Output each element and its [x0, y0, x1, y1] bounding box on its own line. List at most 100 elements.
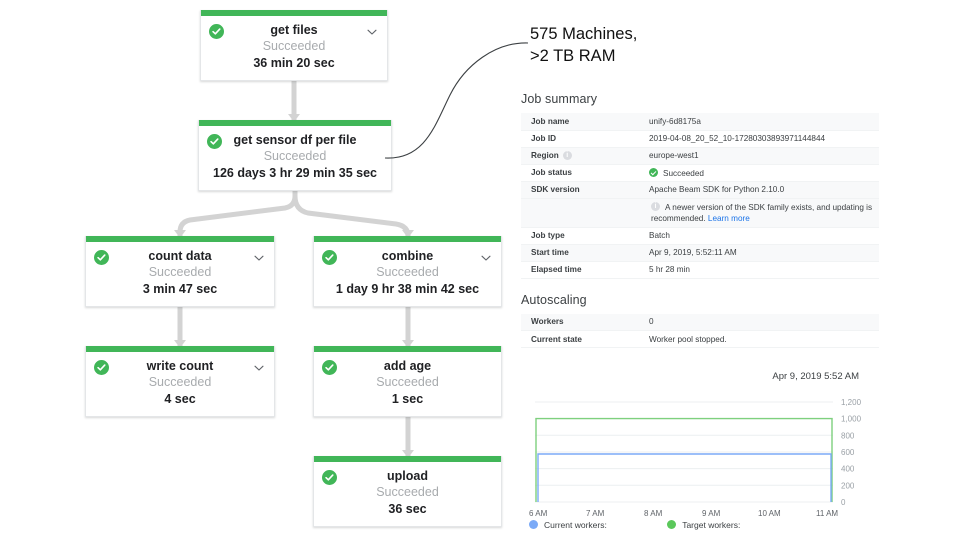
legend-item-current-workers[interactable]: Current workers:: [529, 520, 607, 530]
x-tick-label: 7 AM: [586, 509, 605, 518]
node-status-bar: [314, 236, 501, 242]
annotation-leader-line: [384, 42, 529, 159]
x-tick-label: 11 AM: [816, 509, 838, 518]
row-key: Start time: [521, 244, 641, 262]
node-title: get files: [270, 23, 318, 37]
job-summary-table: Job name unify-6d8175a Job ID 2019-04-08…: [521, 113, 879, 279]
node-duration: 4 sec: [164, 392, 196, 406]
x-tick-label: 6 AM: [529, 509, 548, 518]
node-title: combine: [381, 249, 434, 263]
graph-node-upload[interactable]: upload Succeeded 36 sec: [313, 456, 502, 527]
node-status-bar: [201, 10, 387, 16]
row-key: Job type: [521, 227, 641, 245]
row-key: Current state: [521, 330, 641, 348]
status-check-icon: [649, 167, 658, 177]
table-row: Start time Apr 9, 2019, 5:52:11 AM: [521, 244, 879, 262]
row-value: 0: [641, 313, 879, 331]
chevron-down-icon[interactable]: [366, 25, 378, 37]
node-duration: 1 day 9 hr 38 min 42 sec: [335, 282, 480, 296]
node-status-bar: [86, 236, 274, 242]
info-icon[interactable]: i: [562, 151, 572, 161]
table-row: Job ID 2019-04-08_20_52_10-1728030389397…: [521, 130, 879, 148]
x-tick-label: 9 AM: [702, 509, 721, 518]
autoscaling-table: Workers 0 Current state Worker pool stop…: [521, 313, 879, 348]
series-current-workers: [537, 453, 832, 502]
y-tick-label: 200: [841, 481, 855, 490]
chevron-down-icon[interactable]: [253, 251, 265, 263]
legend-swatch-green: [667, 520, 677, 529]
legend-item-target-workers[interactable]: Target workers:: [667, 520, 740, 530]
table-row: Job type Batch: [521, 227, 879, 245]
row-key: Elapsed time: [521, 261, 641, 279]
node-status: Succeeded: [148, 265, 212, 279]
row-key-label: Region: [531, 150, 559, 160]
row-value: Apache Beam SDK for Python 2.10.0: [641, 181, 879, 199]
annotation-line-1: 575 Machines,: [530, 25, 638, 43]
row-key: Job ID: [521, 130, 641, 148]
table-row: Current state Worker pool stopped.: [521, 330, 879, 348]
y-tick-label: 600: [841, 448, 855, 457]
y-tick-label: 1,000: [841, 415, 862, 424]
node-status: Succeeded: [148, 375, 212, 389]
node-status-bar: [314, 346, 501, 352]
row-value: Batch: [641, 227, 879, 245]
graph-node-combine[interactable]: combine Succeeded 1 day 9 hr 38 min 42 s…: [313, 236, 502, 307]
graph-node-get-sensor-df-per-file[interactable]: get sensor df per file Succeeded 126 day…: [198, 120, 392, 191]
chevron-down-icon[interactable]: [480, 251, 492, 263]
chart-plot: 1,200 1,000 800 600 400 200 0 6 AM 7 AM …: [529, 398, 862, 518]
legend-label: Current workers:: [544, 520, 607, 530]
y-tick-label: 400: [841, 465, 855, 474]
node-status: Succeeded: [376, 375, 439, 389]
check-circle-icon: [207, 134, 222, 149]
node-duration: 126 days 3 hr 29 min 35 sec: [213, 166, 377, 180]
info-icon: i: [651, 201, 660, 211]
node-duration: 3 min 47 sec: [142, 282, 218, 296]
row-value: 5 hr 28 min: [641, 261, 879, 279]
y-tick-label: 1,200: [841, 398, 862, 407]
dataflow-job-graph: get files Succeeded 36 min 20 sec get se…: [85, 10, 502, 527]
x-tick-label: 10 AM: [758, 509, 781, 518]
legend-label: Target workers:: [682, 520, 741, 530]
table-row: Workers 0: [521, 313, 879, 331]
sdk-note-text: A newer version of the SDK family exists…: [651, 202, 873, 223]
graph-node-write-count[interactable]: write count Succeeded 4 sec: [85, 346, 275, 417]
autoscaling-heading: Autoscaling: [521, 292, 587, 307]
table-row: Job status Succeeded: [521, 164, 879, 182]
node-duration: 36 sec: [388, 502, 427, 516]
row-key: Workers: [521, 313, 641, 331]
node-duration: 1 sec: [391, 392, 424, 406]
annotation-callout: 575 Machines, >2 TB RAM: [530, 23, 740, 67]
graph-node-count-data[interactable]: count data Succeeded 3 min 47 sec: [85, 236, 275, 307]
node-title: add age: [383, 359, 432, 373]
row-value: 2019-04-08_20_52_10-17280303893971144844: [641, 130, 879, 148]
node-duration: 36 min 20 sec: [253, 56, 335, 70]
node-title: count data: [148, 249, 212, 263]
row-key: Job name: [521, 113, 641, 131]
check-circle-icon: [209, 24, 224, 39]
node-status: Succeeded: [376, 265, 439, 279]
check-circle-icon: [322, 250, 337, 265]
learn-more-link[interactable]: Learn more: [707, 213, 750, 223]
node-status-bar: [86, 346, 274, 352]
job-details-panel: Job summary Job name unify-6d8175a Job I…: [521, 92, 921, 348]
node-status: Succeeded: [262, 39, 326, 53]
table-row: Job name unify-6d8175a: [521, 113, 879, 131]
check-circle-icon: [94, 250, 109, 265]
annotation-line-2: >2 TB RAM: [530, 47, 616, 65]
row-value: Succeeded: [641, 164, 879, 182]
graph-node-add-age[interactable]: add age Succeeded 1 sec: [313, 346, 502, 417]
node-status: Succeeded: [376, 485, 439, 499]
check-circle-icon: [322, 360, 337, 375]
check-circle-icon: [322, 470, 337, 485]
chevron-down-icon[interactable]: [253, 361, 265, 373]
check-circle-icon: [94, 360, 109, 375]
row-value: unify-6d8175a: [641, 113, 879, 131]
status-badge: Succeeded: [663, 168, 704, 178]
node-title: upload: [387, 469, 428, 483]
graph-node-get-files[interactable]: get files Succeeded 36 min 20 sec: [200, 10, 388, 81]
row-value: europe-west1: [641, 147, 879, 165]
table-row: SDK version Apache Beam SDK for Python 2…: [521, 181, 879, 199]
